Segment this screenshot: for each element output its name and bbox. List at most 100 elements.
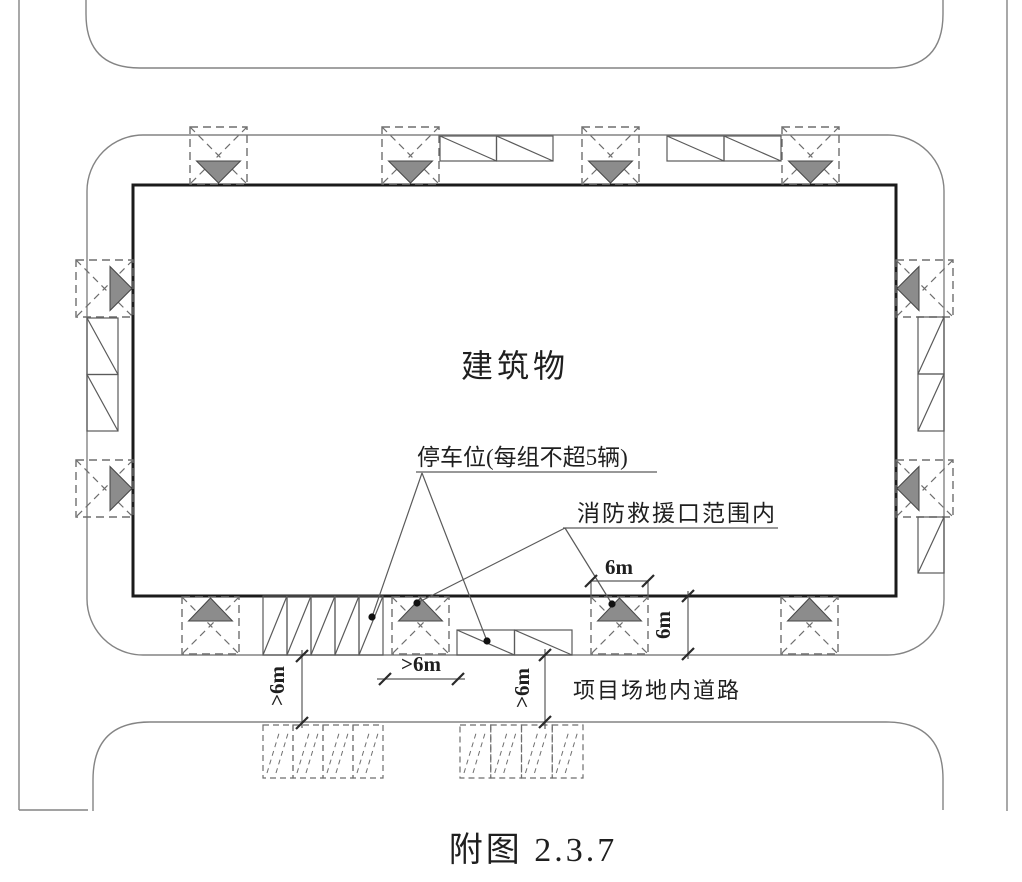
- parking-hatch-line: [534, 729, 548, 774]
- parking-hatch-line: [365, 729, 380, 774]
- marker-x-icon: [780, 596, 839, 655]
- fire-rescue-marker: [895, 459, 954, 518]
- parking-hatch-line: [266, 729, 281, 774]
- roadside-parking-cell: [262, 724, 294, 779]
- parking-cell-diagonal: [917, 516, 945, 574]
- marker-triangle-icon: [397, 597, 444, 622]
- roadside-parking-cell: [490, 724, 523, 779]
- city-roads: [18, 0, 1008, 811]
- parking-cell-diagonal: [666, 135, 725, 162]
- marker-square: [781, 126, 840, 185]
- roadside-parking-cell: [292, 724, 324, 779]
- roadside-parking-cell: [459, 724, 492, 779]
- marker-square: [189, 126, 248, 185]
- marker-x-icon: [590, 596, 649, 655]
- marker-square: [895, 259, 954, 318]
- fire-rescue-marker: [189, 126, 248, 185]
- fire-rescue-marker: [780, 596, 839, 655]
- marker-x-icon: [895, 459, 954, 518]
- roadside-parking-cell: [551, 724, 584, 779]
- parking-cell: [513, 629, 573, 656]
- fire-rescue-marker: [75, 259, 134, 318]
- dimension-tick: [641, 574, 655, 588]
- parking-leader: [371, 471, 657, 642]
- parking-cell-diagonal: [86, 374, 119, 432]
- dim-text-spacing-right: >6m: [510, 668, 534, 708]
- parking-hatch-line: [335, 729, 350, 774]
- parking-strip: [262, 595, 384, 656]
- dimension-tick: [681, 589, 695, 603]
- top-road-edge: [85, 0, 944, 69]
- marker-triangle-icon: [596, 597, 643, 622]
- left-road-edge: [18, 0, 88, 811]
- parking-hatch-line: [356, 729, 371, 774]
- marker-x-icon: [781, 126, 840, 185]
- dimension-tick: [295, 649, 309, 663]
- leader-dot: [413, 599, 421, 607]
- marker-triangle-icon: [387, 160, 434, 184]
- marker-triangle-icon: [195, 160, 242, 184]
- roadside-parking-cell: [322, 724, 354, 779]
- parking-hatch-line: [564, 729, 579, 774]
- marker-square: [391, 596, 450, 655]
- parking-label: 停车位(每组不超5辆): [417, 445, 628, 470]
- parking-hatch-line: [525, 729, 539, 774]
- marker-triangle-icon: [896, 465, 920, 512]
- roadside-parking-cell: [352, 724, 384, 779]
- dim-text-rescue-depth: 6m: [651, 611, 675, 640]
- parking-strip: [86, 317, 119, 432]
- rescue-leader: [416, 527, 778, 605]
- dimension-tick: [451, 672, 465, 686]
- marker-x-icon: [181, 596, 240, 655]
- marker-triangle-icon: [786, 597, 833, 622]
- marker-triangle-icon: [587, 160, 634, 184]
- dim-text-rescue-width: 6m: [605, 555, 634, 579]
- fire-rescue-marker: [391, 596, 450, 655]
- marker-square: [590, 596, 649, 655]
- dimension-tick: [681, 647, 695, 661]
- parking-cell-diagonal: [917, 316, 945, 375]
- fire-rescue-marker: [895, 259, 954, 318]
- dimension-tick: [538, 715, 552, 729]
- dimension-tick: [295, 716, 309, 730]
- parking-cell-diagonal: [334, 595, 360, 656]
- marker-x-icon: [75, 259, 134, 318]
- fire-rescue-marker: [590, 596, 649, 655]
- parking-hatch-line: [494, 729, 509, 774]
- marker-x-icon: [895, 259, 954, 318]
- building-outline: [131, 183, 898, 598]
- fire-rescue-marker: [781, 126, 840, 185]
- parking-hatch-line: [503, 729, 518, 774]
- parking-strip: [666, 135, 782, 162]
- marker-triangle-icon: [109, 465, 133, 512]
- leader-lines: [368, 471, 778, 645]
- parking-hatch-line: [463, 729, 478, 774]
- parking-strip: [917, 316, 945, 432]
- parking-hatch-line: [472, 729, 487, 774]
- bottom-road-edge: [92, 721, 944, 811]
- marker-square: [780, 596, 839, 655]
- parking-cell-diagonal: [723, 135, 782, 162]
- fire-rescue-marker: [381, 126, 440, 185]
- parking-cell: [917, 373, 945, 432]
- parking-cell-diagonal: [358, 595, 384, 656]
- parking-cell-diagonal: [86, 317, 119, 375]
- parking-cell: [723, 135, 782, 162]
- parking-cell-diagonal: [262, 595, 288, 656]
- fire-rescue-marker: [75, 459, 134, 518]
- marker-x-icon: [391, 596, 450, 655]
- parking-cell-diagonal: [310, 595, 336, 656]
- marker-triangle-icon: [187, 597, 234, 622]
- roadside-parking-group: [459, 724, 584, 779]
- roadside-parking-cell: [520, 724, 553, 779]
- parking-strip: [456, 629, 573, 656]
- marker-triangle-icon: [109, 265, 133, 312]
- figure-caption: 附图 2.3.7: [449, 832, 618, 869]
- dim-text-spacing-horizontal: >6m: [401, 652, 441, 676]
- dimension-tick: [378, 672, 392, 686]
- marker-triangle-icon: [787, 160, 834, 184]
- dimensions: 6m 6m >6m >6m >6m: [265, 555, 695, 730]
- dim-line-6m-horizontal: [590, 580, 649, 597]
- parking-cell: [495, 135, 554, 162]
